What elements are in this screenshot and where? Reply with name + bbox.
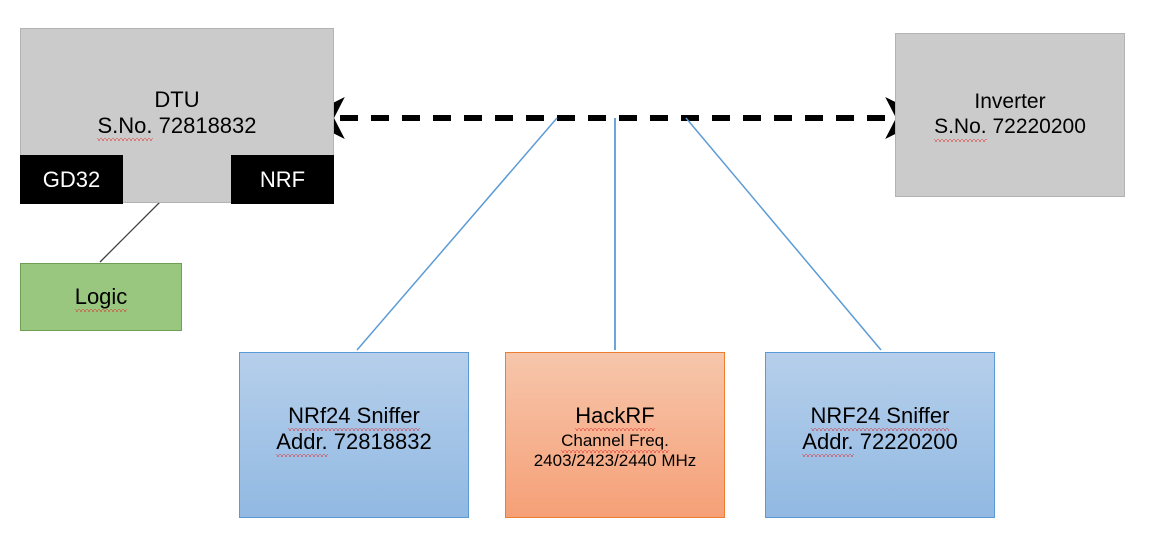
sniffer-left-label: NRf24 Sniffer: [288, 403, 420, 431]
nrf-chip[interactable]: NRF: [231, 155, 334, 204]
sniffer-right-label-text: NRF24 Sniffer: [810, 403, 950, 431]
hackrf-node[interactable]: HackRF Channel Freq. 2403/2423/2440 MHz: [505, 352, 725, 518]
sniffer-left-node[interactable]: NRf24 Sniffer Addr. 72818832: [239, 352, 469, 518]
dtu-serial: S.No. 72818832: [97, 112, 257, 141]
dtu-serial-number: 72818832: [158, 112, 257, 138]
gd32-label: GD32: [42, 166, 101, 192]
hackrf-subtitle: Channel Freq.: [561, 430, 669, 454]
inverter-node[interactable]: Inverter S.No. 72220200: [895, 33, 1125, 197]
sniffer-left-addr-number: 72818832: [333, 428, 432, 454]
sniffer-left-label-text: NRf24 Sniffer: [288, 403, 420, 431]
logic-label-text: Logic: [74, 284, 128, 312]
hackrf-label-text: HackRF: [575, 403, 656, 431]
nrf-label: NRF: [259, 166, 306, 192]
sniffer-right-addr-prefix: Addr.: [802, 428, 855, 457]
hackrf-subtitle-text: Channel Freq.: [561, 430, 669, 454]
sniffer-right-node[interactable]: NRF24 Sniffer Addr. 72220200: [765, 352, 995, 518]
sniffer-left-addr-prefix: Addr.: [276, 428, 329, 457]
inverter-serial-prefix: S.No.: [934, 115, 987, 142]
hackrf-frequencies: 2403/2423/2440 MHz: [533, 451, 697, 470]
sniffer-left-tap-line: [356, 117, 558, 351]
hackrf-label: HackRF: [575, 403, 656, 431]
dtu-label: DTU: [154, 87, 200, 112]
gd32-chip[interactable]: GD32: [20, 155, 123, 204]
inverter-serial: S.No. 72220200: [934, 115, 1086, 142]
logic-label: Logic: [74, 284, 128, 312]
inverter-serial-number: 72220200: [992, 115, 1086, 138]
sniffer-right-addr: Addr. 72220200: [802, 428, 958, 457]
logic-analyzer-node[interactable]: Logic: [20, 263, 182, 331]
sniffer-left-addr: Addr. 72818832: [276, 428, 432, 457]
sniffer-right-tap-line: [685, 117, 882, 351]
sniffer-right-addr-number: 72220200: [859, 428, 958, 454]
inverter-label: Inverter: [974, 90, 1046, 114]
sniffer-right-label: NRF24 Sniffer: [810, 403, 950, 431]
dtu-serial-prefix: S.No.: [97, 112, 153, 141]
